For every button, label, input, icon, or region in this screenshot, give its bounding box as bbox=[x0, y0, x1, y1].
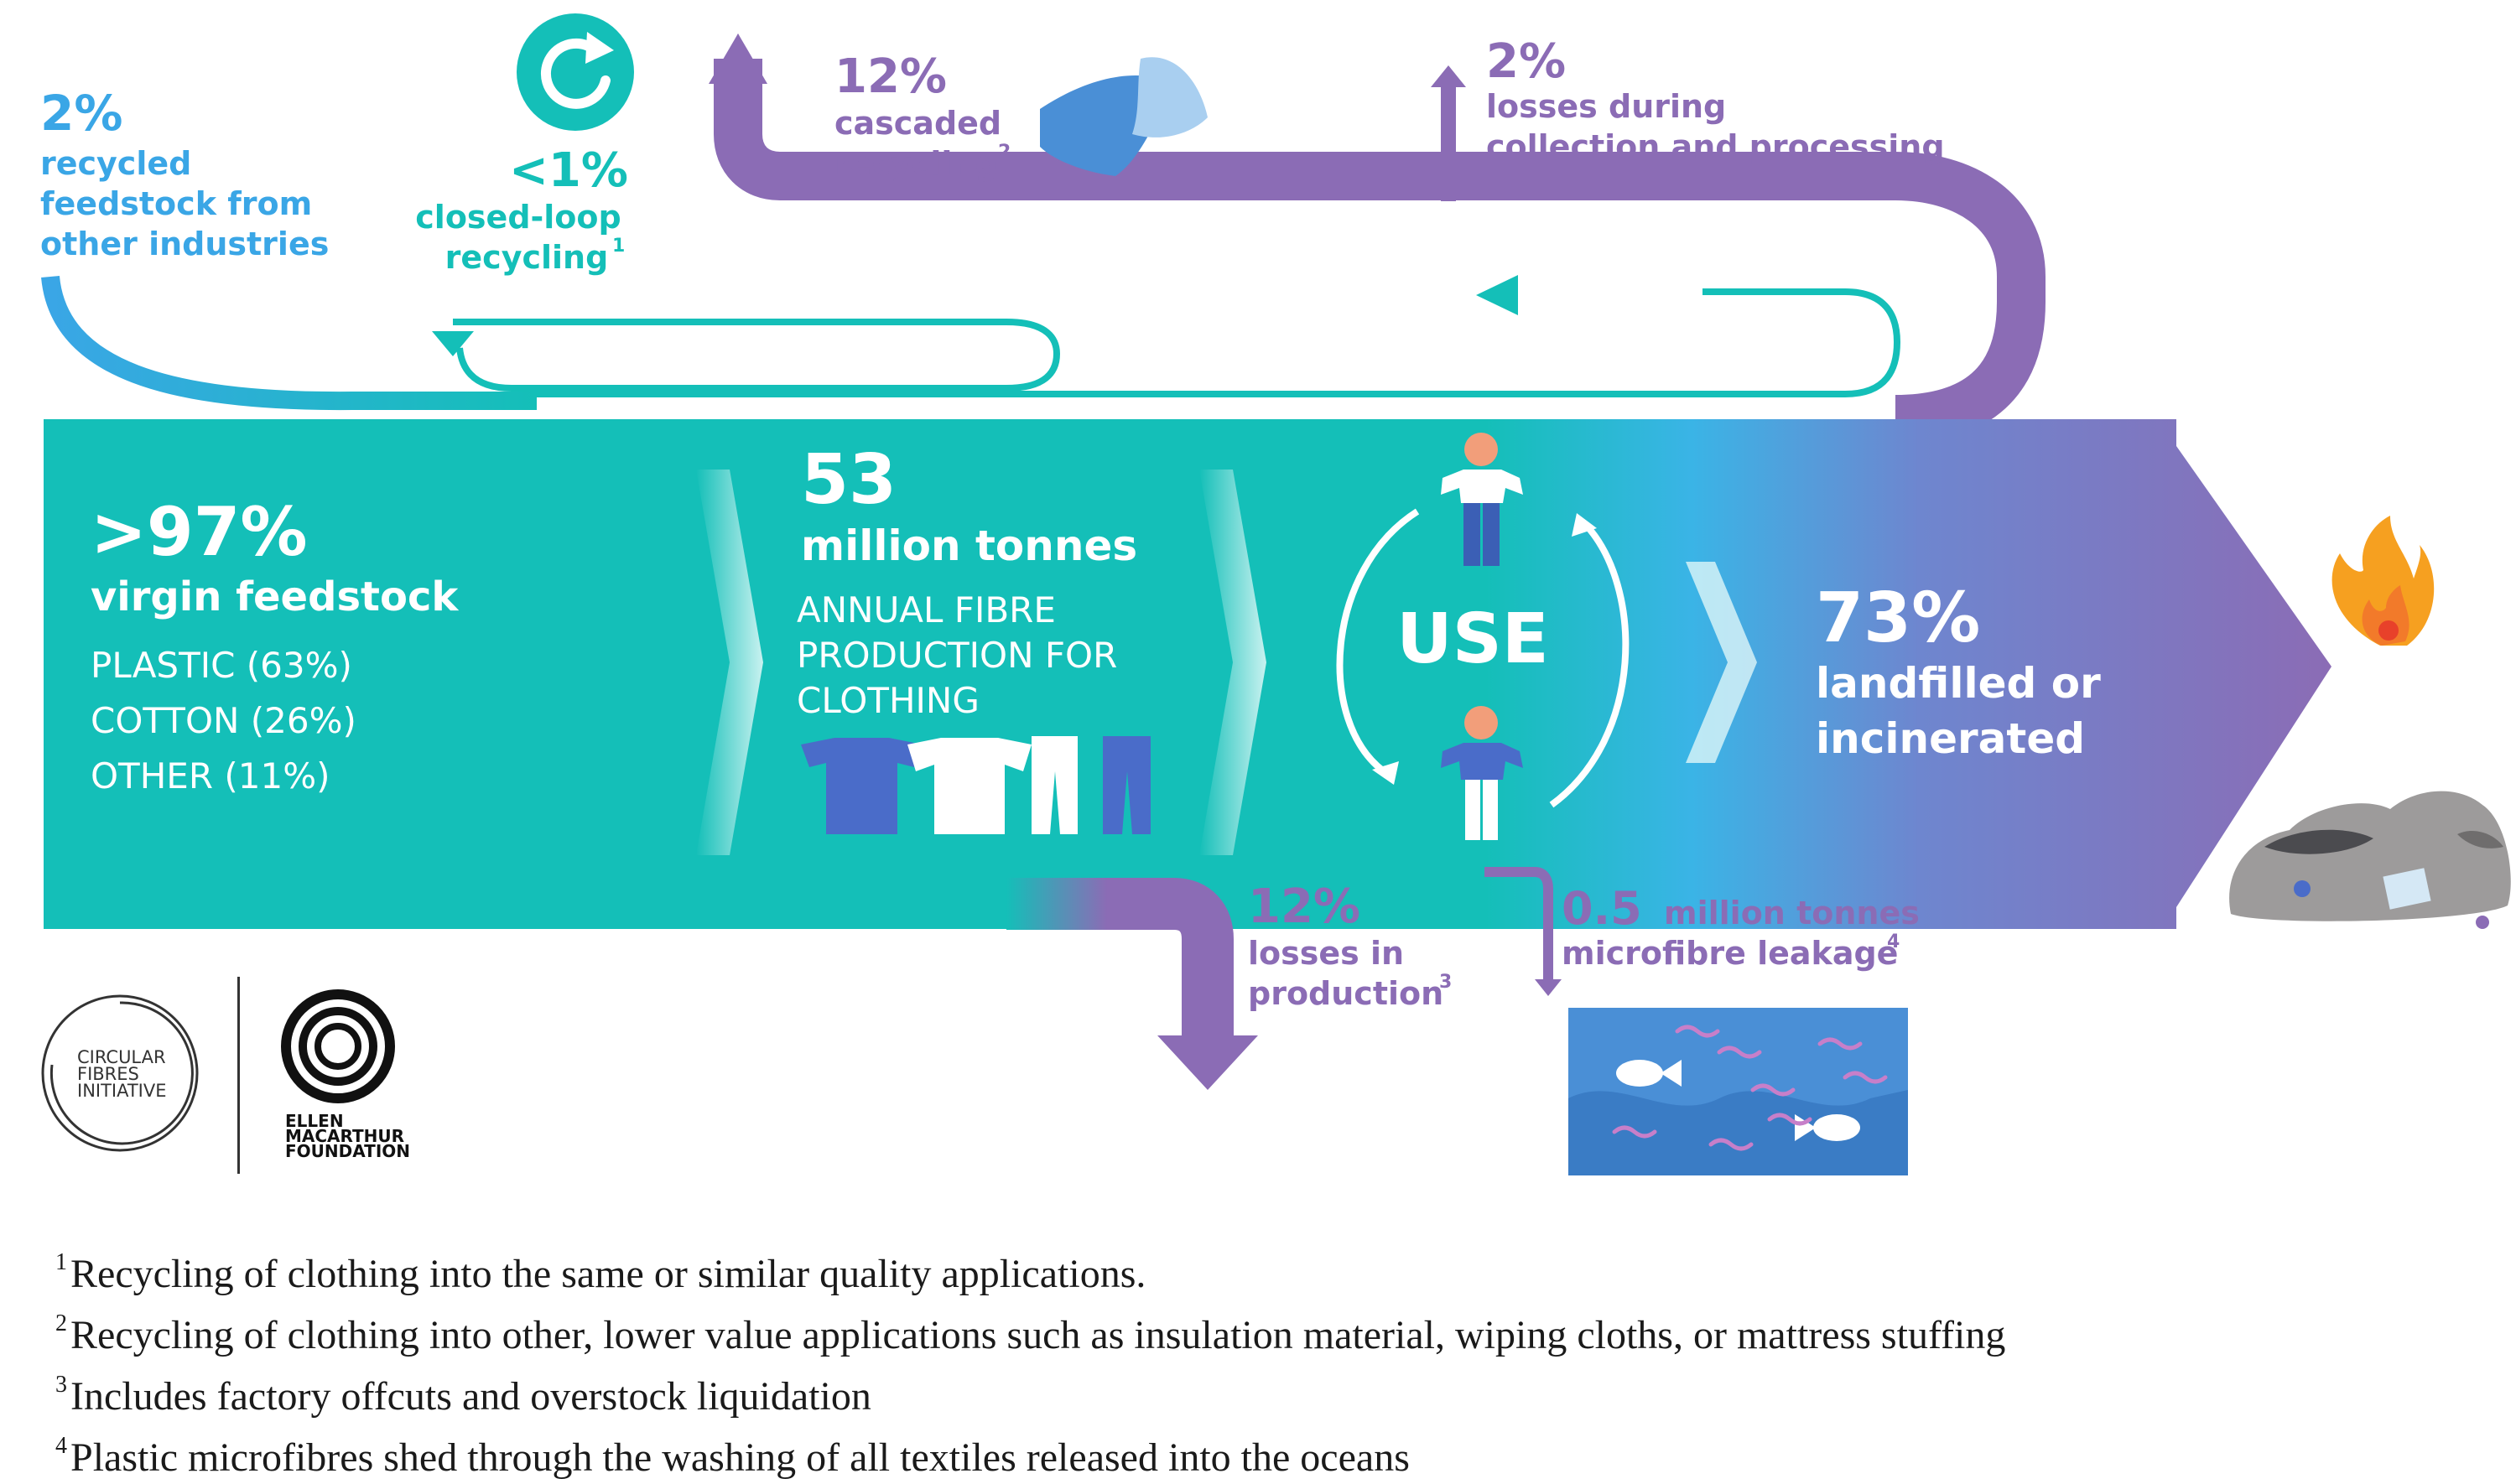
virgin-title: virgin feedstock bbox=[91, 573, 459, 620]
recycled-other-pct: 2% bbox=[40, 85, 122, 142]
svg-text:FOUNDATION: FOUNDATION bbox=[285, 1141, 410, 1161]
closed-loop-pct: <1% bbox=[509, 143, 628, 198]
footnote-ref: 1 bbox=[612, 236, 625, 257]
microfibre-value: 0.5 bbox=[1562, 882, 1642, 935]
footnote-4: 4Plastic microfibres shed through the wa… bbox=[55, 1433, 1410, 1480]
stage-separators bbox=[696, 470, 1757, 855]
cascaded-pct: 12% bbox=[834, 49, 947, 104]
production-losses-arrow bbox=[1006, 878, 1258, 1090]
collection-losses-line: losses during bbox=[1486, 88, 1726, 125]
fish-icon bbox=[1616, 1060, 1682, 1087]
footnotes: 1Recycling of clothing into the same or … bbox=[55, 1239, 2471, 1484]
other-industries-feed bbox=[41, 275, 537, 411]
trousers-icon-white bbox=[1032, 736, 1078, 834]
closed-loop-arrow-down bbox=[432, 331, 474, 356]
fish-icon bbox=[1795, 1114, 1860, 1141]
landfill-pct: 73% bbox=[1816, 579, 1980, 658]
logo-divider bbox=[237, 977, 240, 1174]
cascaded-recycling-loop bbox=[709, 34, 2046, 444]
cloth-scraps-icon bbox=[1040, 57, 1208, 176]
footnote-3: 3Includes factory offcuts and overstock … bbox=[55, 1372, 871, 1419]
virgin-item: PLASTIC (63%) bbox=[91, 645, 352, 686]
microfibre-strands bbox=[1612, 1025, 1888, 1151]
landfill-line: incinerated bbox=[1816, 714, 2085, 763]
closed-loop-icon bbox=[517, 13, 634, 131]
production-losses-line: production bbox=[1248, 975, 1443, 1012]
cascaded-line: cascaded bbox=[834, 105, 1001, 142]
recycled-other-line: feedstock from bbox=[40, 185, 312, 222]
production-line: CLOTHING bbox=[797, 680, 980, 721]
shirt-icon-blue bbox=[801, 738, 923, 834]
production-line: ANNUAL FIBRE bbox=[797, 589, 1056, 630]
production-unit: million tonnes bbox=[801, 521, 1137, 570]
collection-losses-pct: 2% bbox=[1486, 34, 1566, 89]
footnote-ref: 2 bbox=[998, 142, 1011, 163]
virgin-item: OTHER (11%) bbox=[91, 755, 330, 796]
person-icon-top bbox=[1441, 433, 1523, 566]
svg-text:INITIATIVE: INITIATIVE bbox=[77, 1081, 167, 1101]
closed-loop-line: recycling bbox=[445, 239, 609, 276]
footnote-ref: 4 bbox=[1887, 931, 1900, 952]
ellen-macarthur-foundation-logo: ELLEN MACARTHUR FOUNDATION bbox=[281, 989, 410, 1161]
circular-fibres-initiative-logo: CIRCULAR FIBRES INITIATIVE bbox=[41, 994, 199, 1152]
use-label: USE bbox=[1396, 599, 1549, 679]
recycled-other-line: other industries bbox=[40, 226, 329, 262]
collection-loss-stem bbox=[1441, 84, 1456, 201]
microfibre-line: microfibre leakage bbox=[1562, 935, 1898, 972]
trousers-icon-blue bbox=[1103, 736, 1151, 834]
recycled-other-line: recycled bbox=[40, 145, 191, 182]
diagram-canvas: 2% recycled feedstock from other industr… bbox=[40, 13, 2511, 1175]
production-losses-line: losses in bbox=[1248, 935, 1404, 972]
cascaded-line: recycling bbox=[834, 145, 998, 182]
svg-text:FIBRES: FIBRES bbox=[77, 1064, 139, 1084]
collection-losses-line: collection and processing bbox=[1486, 128, 1945, 165]
landfill-line: landfilled or bbox=[1816, 659, 2101, 708]
microfibre-leakage-arrow bbox=[1484, 867, 1562, 996]
footnote-1: 1Recycling of clothing into the same or … bbox=[55, 1249, 1146, 1296]
svg-text:CIRCULAR: CIRCULAR bbox=[77, 1047, 166, 1067]
use-cycle bbox=[1336, 508, 1630, 808]
svg-text:ELLEN: ELLEN bbox=[285, 1111, 344, 1131]
virgin-item: COTTON (26%) bbox=[91, 700, 356, 741]
production-line: PRODUCTION FOR bbox=[797, 635, 1117, 676]
microfibre-unit: million tonnes bbox=[1664, 895, 1920, 931]
footnote-2: 2Recycling of clothing into other, lower… bbox=[55, 1310, 2006, 1357]
fire-icon bbox=[2331, 516, 2435, 646]
footnote-ref: 3 bbox=[1439, 972, 1452, 993]
closed-loop-line: closed-loop bbox=[415, 199, 621, 236]
clothing-icons bbox=[801, 736, 1151, 834]
collection-loss-arrow-head bbox=[1431, 65, 1466, 87]
person-icon-bottom bbox=[1441, 706, 1523, 840]
shirt-icon-white bbox=[907, 738, 1032, 834]
landfill-icon bbox=[2229, 791, 2511, 929]
closed-loop-recycling-lines bbox=[432, 275, 1901, 397]
virgin-pct: >97% bbox=[91, 493, 308, 571]
main-flow-band bbox=[44, 419, 2331, 929]
production-losses-pct: 12% bbox=[1248, 880, 1360, 934]
production-number: 53 bbox=[801, 440, 897, 520]
ocean-icon bbox=[1568, 1008, 1908, 1175]
closed-loop-arrow bbox=[1476, 275, 1518, 315]
svg-text:MACARTHUR: MACARTHUR bbox=[285, 1126, 404, 1146]
